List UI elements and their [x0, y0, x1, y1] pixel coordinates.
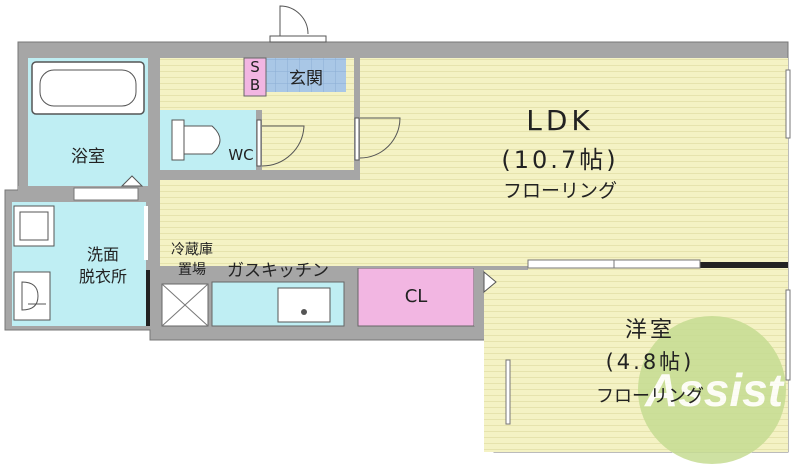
svg-text:Assist: Assist — [644, 364, 785, 416]
closet-floor — [357, 267, 475, 327]
kitchen-sink — [277, 287, 331, 323]
western-name: 洋室 — [624, 318, 675, 343]
shoe-box — [243, 57, 267, 97]
wash-basin — [13, 271, 51, 321]
ldk-size: (10.7帖) — [501, 146, 619, 174]
entry-door-outer — [279, 5, 309, 40]
ldk-door — [359, 117, 401, 159]
wc-door — [261, 125, 305, 167]
closet-label: CL — [404, 286, 428, 307]
washroom-label: 洗面 脱衣所 — [78, 245, 127, 286]
ldk-floor-type: フローリング — [502, 180, 617, 202]
western-door — [483, 270, 497, 294]
entrance-label: 玄関 — [289, 69, 323, 89]
entrance-floor — [266, 58, 346, 92]
entry-hall-floor — [262, 94, 354, 170]
toilet-tank — [171, 119, 185, 161]
toilet-bowl — [183, 125, 221, 155]
western-size: (4.8帖) — [605, 350, 695, 374]
fridge-label: 冷蔵庫 置場 — [171, 242, 213, 278]
washing-machine — [13, 205, 55, 247]
western-window — [785, 289, 791, 381]
bath-door — [120, 175, 144, 187]
wc-label: WC — [228, 146, 254, 164]
washroom-window — [73, 187, 139, 201]
western-side-window — [505, 359, 511, 425]
watermark-logo: Assist — [638, 316, 786, 464]
bath-label: 浴室 — [71, 147, 105, 167]
shoe-box-label: S B — [249, 58, 261, 94]
ldk-name: LDK — [526, 104, 594, 137]
western-floor-type: フローリング — [596, 386, 704, 407]
corridor-floor — [160, 180, 360, 266]
kitchen-label: ガスキッチン — [227, 261, 329, 281]
ldk-window — [785, 69, 791, 139]
